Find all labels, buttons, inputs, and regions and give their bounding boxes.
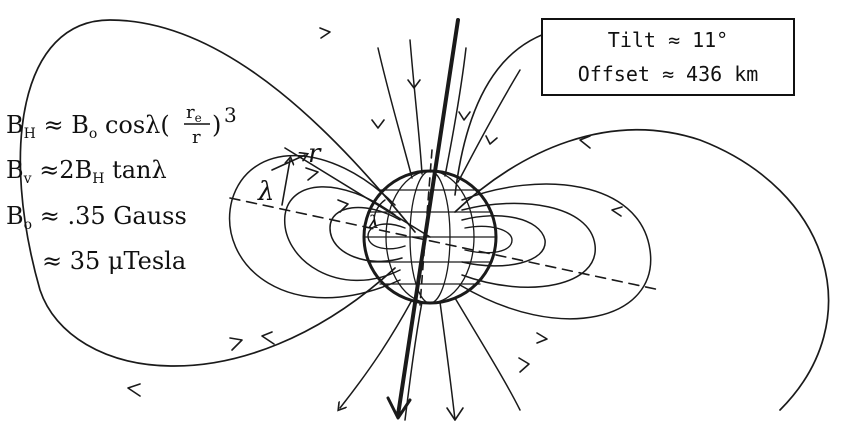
- equation-bv: Bv ≈2BH tanλ: [6, 156, 167, 187]
- label-r: r: [308, 139, 322, 169]
- equation-tesla: ≈ 35 μTesla: [42, 247, 186, 275]
- equation-b0: Bo ≈ .35 Gauss: [6, 202, 187, 233]
- equation-bh: BH ≈ Bo cosλ(: [6, 111, 170, 142]
- equation-bh-fraction-num: re: [186, 102, 202, 125]
- label-lambda: λ: [257, 177, 274, 207]
- offset-label: Offset ≈ 436 km: [543, 62, 793, 86]
- equation-bh-power: 3: [224, 103, 237, 127]
- tilt-offset-box: Tilt ≈ 11° Offset ≈ 436 km: [541, 18, 795, 96]
- equation-bh-close: ): [212, 111, 221, 139]
- tilt-label: Tilt ≈ 11°: [543, 28, 793, 52]
- equation-bh-fraction-den: r: [192, 127, 201, 148]
- label-lambda-small: λ: [367, 212, 379, 233]
